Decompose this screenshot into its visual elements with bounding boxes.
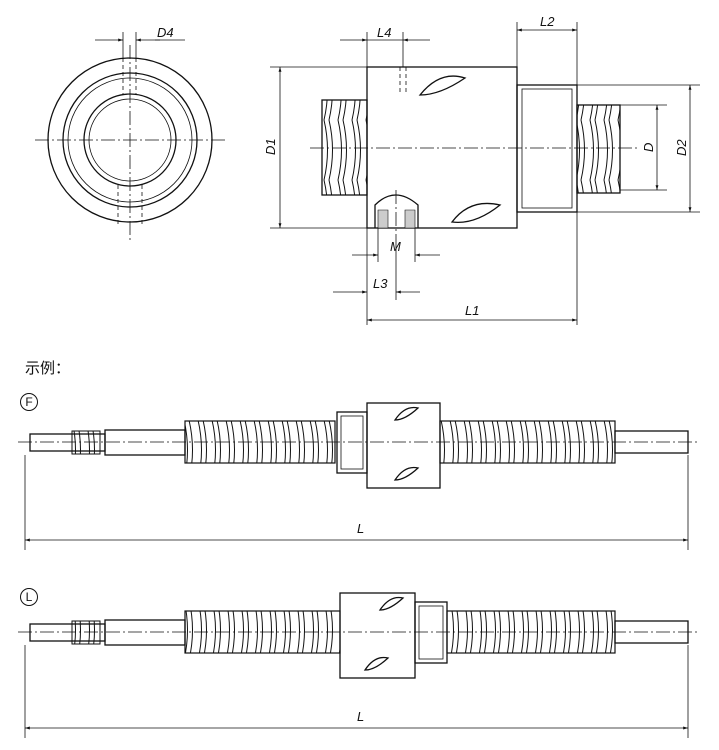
- end-view: D4: [35, 25, 225, 240]
- dim-label-d: D: [641, 143, 656, 152]
- dim-label-m: M: [390, 239, 401, 254]
- dim-label-l-l: L: [357, 709, 364, 724]
- variant-mark-f: F: [20, 393, 38, 411]
- dim-label-d1: D1: [263, 138, 278, 155]
- dim-label-d4: D4: [157, 25, 174, 40]
- side-view: D1 D2 D L4 L2 M L3 L1: [263, 14, 700, 325]
- assembly-variant-f: L: [18, 402, 700, 550]
- assembly-variant-l: L: [18, 592, 700, 738]
- dim-label-l-f: L: [357, 521, 364, 536]
- dim-label-l2: L2: [540, 14, 555, 29]
- dim-label-l1: L1: [465, 303, 479, 318]
- dim-label-l4: L4: [377, 25, 391, 40]
- example-caption: 示例：: [25, 360, 71, 377]
- dim-label-d2: D2: [674, 139, 689, 156]
- dim-label-l3: L3: [373, 276, 388, 291]
- variant-mark-l: L: [20, 588, 38, 606]
